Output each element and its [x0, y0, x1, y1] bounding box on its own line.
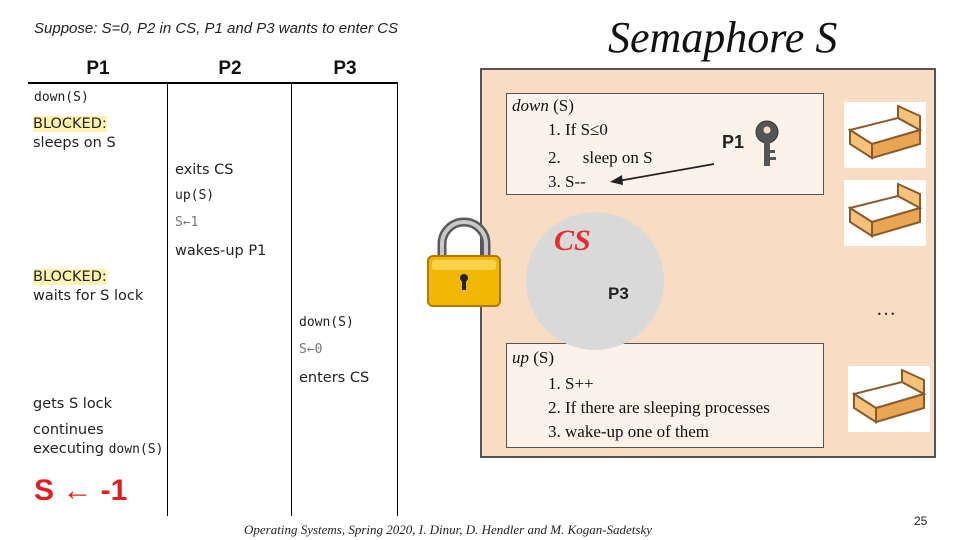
table-header-divider: [28, 82, 398, 84]
p2-wakes-text: wakes-up P1: [175, 243, 267, 259]
column-divider: [167, 84, 168, 516]
p2-s-assign: S←1: [175, 215, 199, 230]
p3-s-assign: S←0: [299, 342, 323, 357]
semaphore-result: S ← -1: [34, 474, 128, 507]
up-step-1: 1. S++: [548, 374, 594, 393]
arrow-to-step-3: [610, 163, 715, 185]
p1-holder-label: P1: [722, 132, 745, 152]
column-divider: [397, 84, 398, 516]
column-header-p3: P3: [333, 58, 357, 79]
column-header-p2: P2: [218, 58, 242, 79]
scenario-text: Suppose: S=0, P2 in CS, P1 and P3 wants …: [34, 20, 398, 37]
bed-icon: [844, 180, 926, 246]
p1-waits-text: waits for S lock: [33, 288, 144, 304]
p1-gets-lock-text: gets S lock: [33, 396, 113, 412]
key-icon: [755, 120, 779, 166]
slide-title: Semaphore S: [608, 13, 838, 62]
p1-executing-text: executing down(S): [33, 441, 164, 457]
p1-down-call: down(S): [34, 90, 89, 105]
p3-enters-text: enters CS: [299, 370, 370, 386]
p3-in-cs-label: P3: [608, 284, 629, 303]
lock-icon: [427, 217, 501, 307]
up-box-title: up (S): [512, 348, 555, 367]
down-operation-box: down (S) 1. If S≤0 2.sleep on S 3. S--: [506, 93, 824, 195]
up-step-2: 2. If there are sleeping processes: [548, 398, 770, 417]
p1-continues-text: continues: [33, 422, 104, 438]
p1-sleeps-text: sleeps on S: [33, 135, 116, 151]
p1-blocked-label: BLOCKED:: [33, 269, 107, 285]
down-step-2: 2.sleep on S: [548, 148, 653, 167]
down-step-1: 1. If S≤0: [548, 120, 608, 139]
down-step-3: 3. S--: [548, 172, 586, 191]
more-sleepers-ellipsis: …: [876, 298, 896, 320]
cs-label: CS: [554, 224, 591, 257]
up-operation-box: up (S) 1. S++ 2. If there are sleeping p…: [506, 343, 824, 448]
down-box-title: down (S): [512, 96, 574, 115]
p2-up-call: up(S): [175, 188, 215, 203]
bed-icon: [848, 366, 930, 432]
p2-exits-text: exits CS: [175, 162, 234, 178]
footer-credit: Operating Systems, Spring 2020, I. Dinur…: [244, 522, 653, 537]
page-number: 25: [914, 514, 928, 528]
column-header-p1: P1: [86, 58, 110, 79]
p3-down-call: down(S): [299, 315, 354, 330]
up-step-3: 3. wake-up one of them: [548, 422, 709, 441]
critical-section-circle: [526, 212, 664, 350]
bed-icon: [844, 102, 926, 168]
p1-blocked-label: BLOCKED:: [33, 116, 107, 132]
column-divider: [291, 84, 292, 516]
